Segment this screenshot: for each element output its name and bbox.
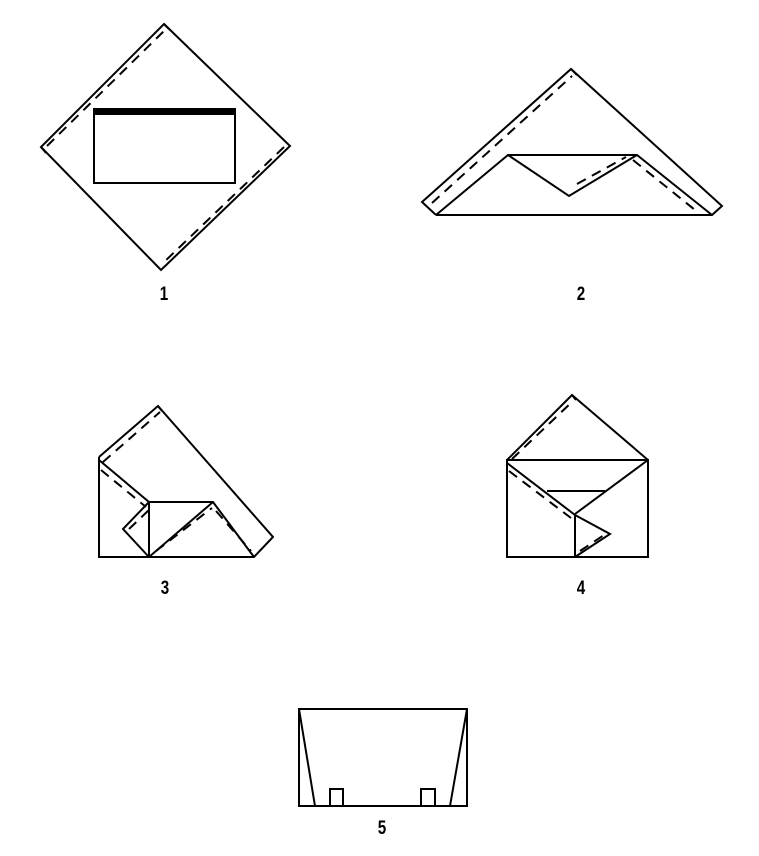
envelope-flap [506, 393, 649, 461]
left-tab [329, 788, 344, 807]
corner-tick [571, 394, 577, 401]
fold-line-flap [511, 400, 574, 460]
folded-triangle [420, 67, 724, 216]
step-label-3: 3 [160, 578, 170, 599]
fold-line-right [215, 510, 252, 552]
right-side-fold [449, 708, 468, 807]
small-flap [574, 514, 612, 558]
left-diagonal [506, 462, 576, 516]
fold-line-bottom-right [161, 146, 285, 265]
step-label-1: 1 [159, 284, 169, 305]
fold-line-left-diagonal [508, 470, 572, 519]
paper-square [39, 22, 292, 272]
corner-tick [163, 23, 170, 30]
fold-line-center [155, 507, 213, 552]
envelope-body [506, 459, 649, 558]
corner-tick [40, 146, 47, 154]
fold-line-small-flap [579, 534, 605, 552]
fold-line-right [632, 159, 696, 211]
step-2-figure [420, 67, 724, 216]
card-top-band [94, 108, 235, 115]
step-label-2: 2 [576, 284, 586, 305]
fold-line-top [102, 411, 161, 463]
finished-envelope [298, 708, 468, 807]
step-3-figure [98, 404, 275, 558]
right-tab [420, 788, 436, 807]
step-1-figure [39, 22, 292, 272]
step-label-5: 5 [377, 818, 387, 839]
inner-fold [435, 154, 713, 216]
fold-line-center [576, 156, 627, 185]
folded-shape [98, 404, 275, 558]
corner-tick [570, 68, 578, 76]
inner-fold [148, 501, 255, 558]
letter-card [93, 108, 236, 184]
left-side-fold [298, 708, 316, 807]
step-4-figure [506, 393, 649, 558]
fold-line-left [431, 75, 573, 204]
right-diagonal [574, 459, 649, 515]
diagonal-fold [98, 459, 150, 503]
small-flap [121, 501, 150, 557]
v-fold [507, 154, 638, 198]
fold-line-flap [128, 508, 151, 530]
fold-line-left-diagonal [100, 469, 147, 508]
corner-tick [157, 405, 163, 412]
step-label-4: 4 [576, 578, 586, 599]
fold-line-top-left [46, 30, 165, 147]
step-5-figure [298, 708, 468, 807]
